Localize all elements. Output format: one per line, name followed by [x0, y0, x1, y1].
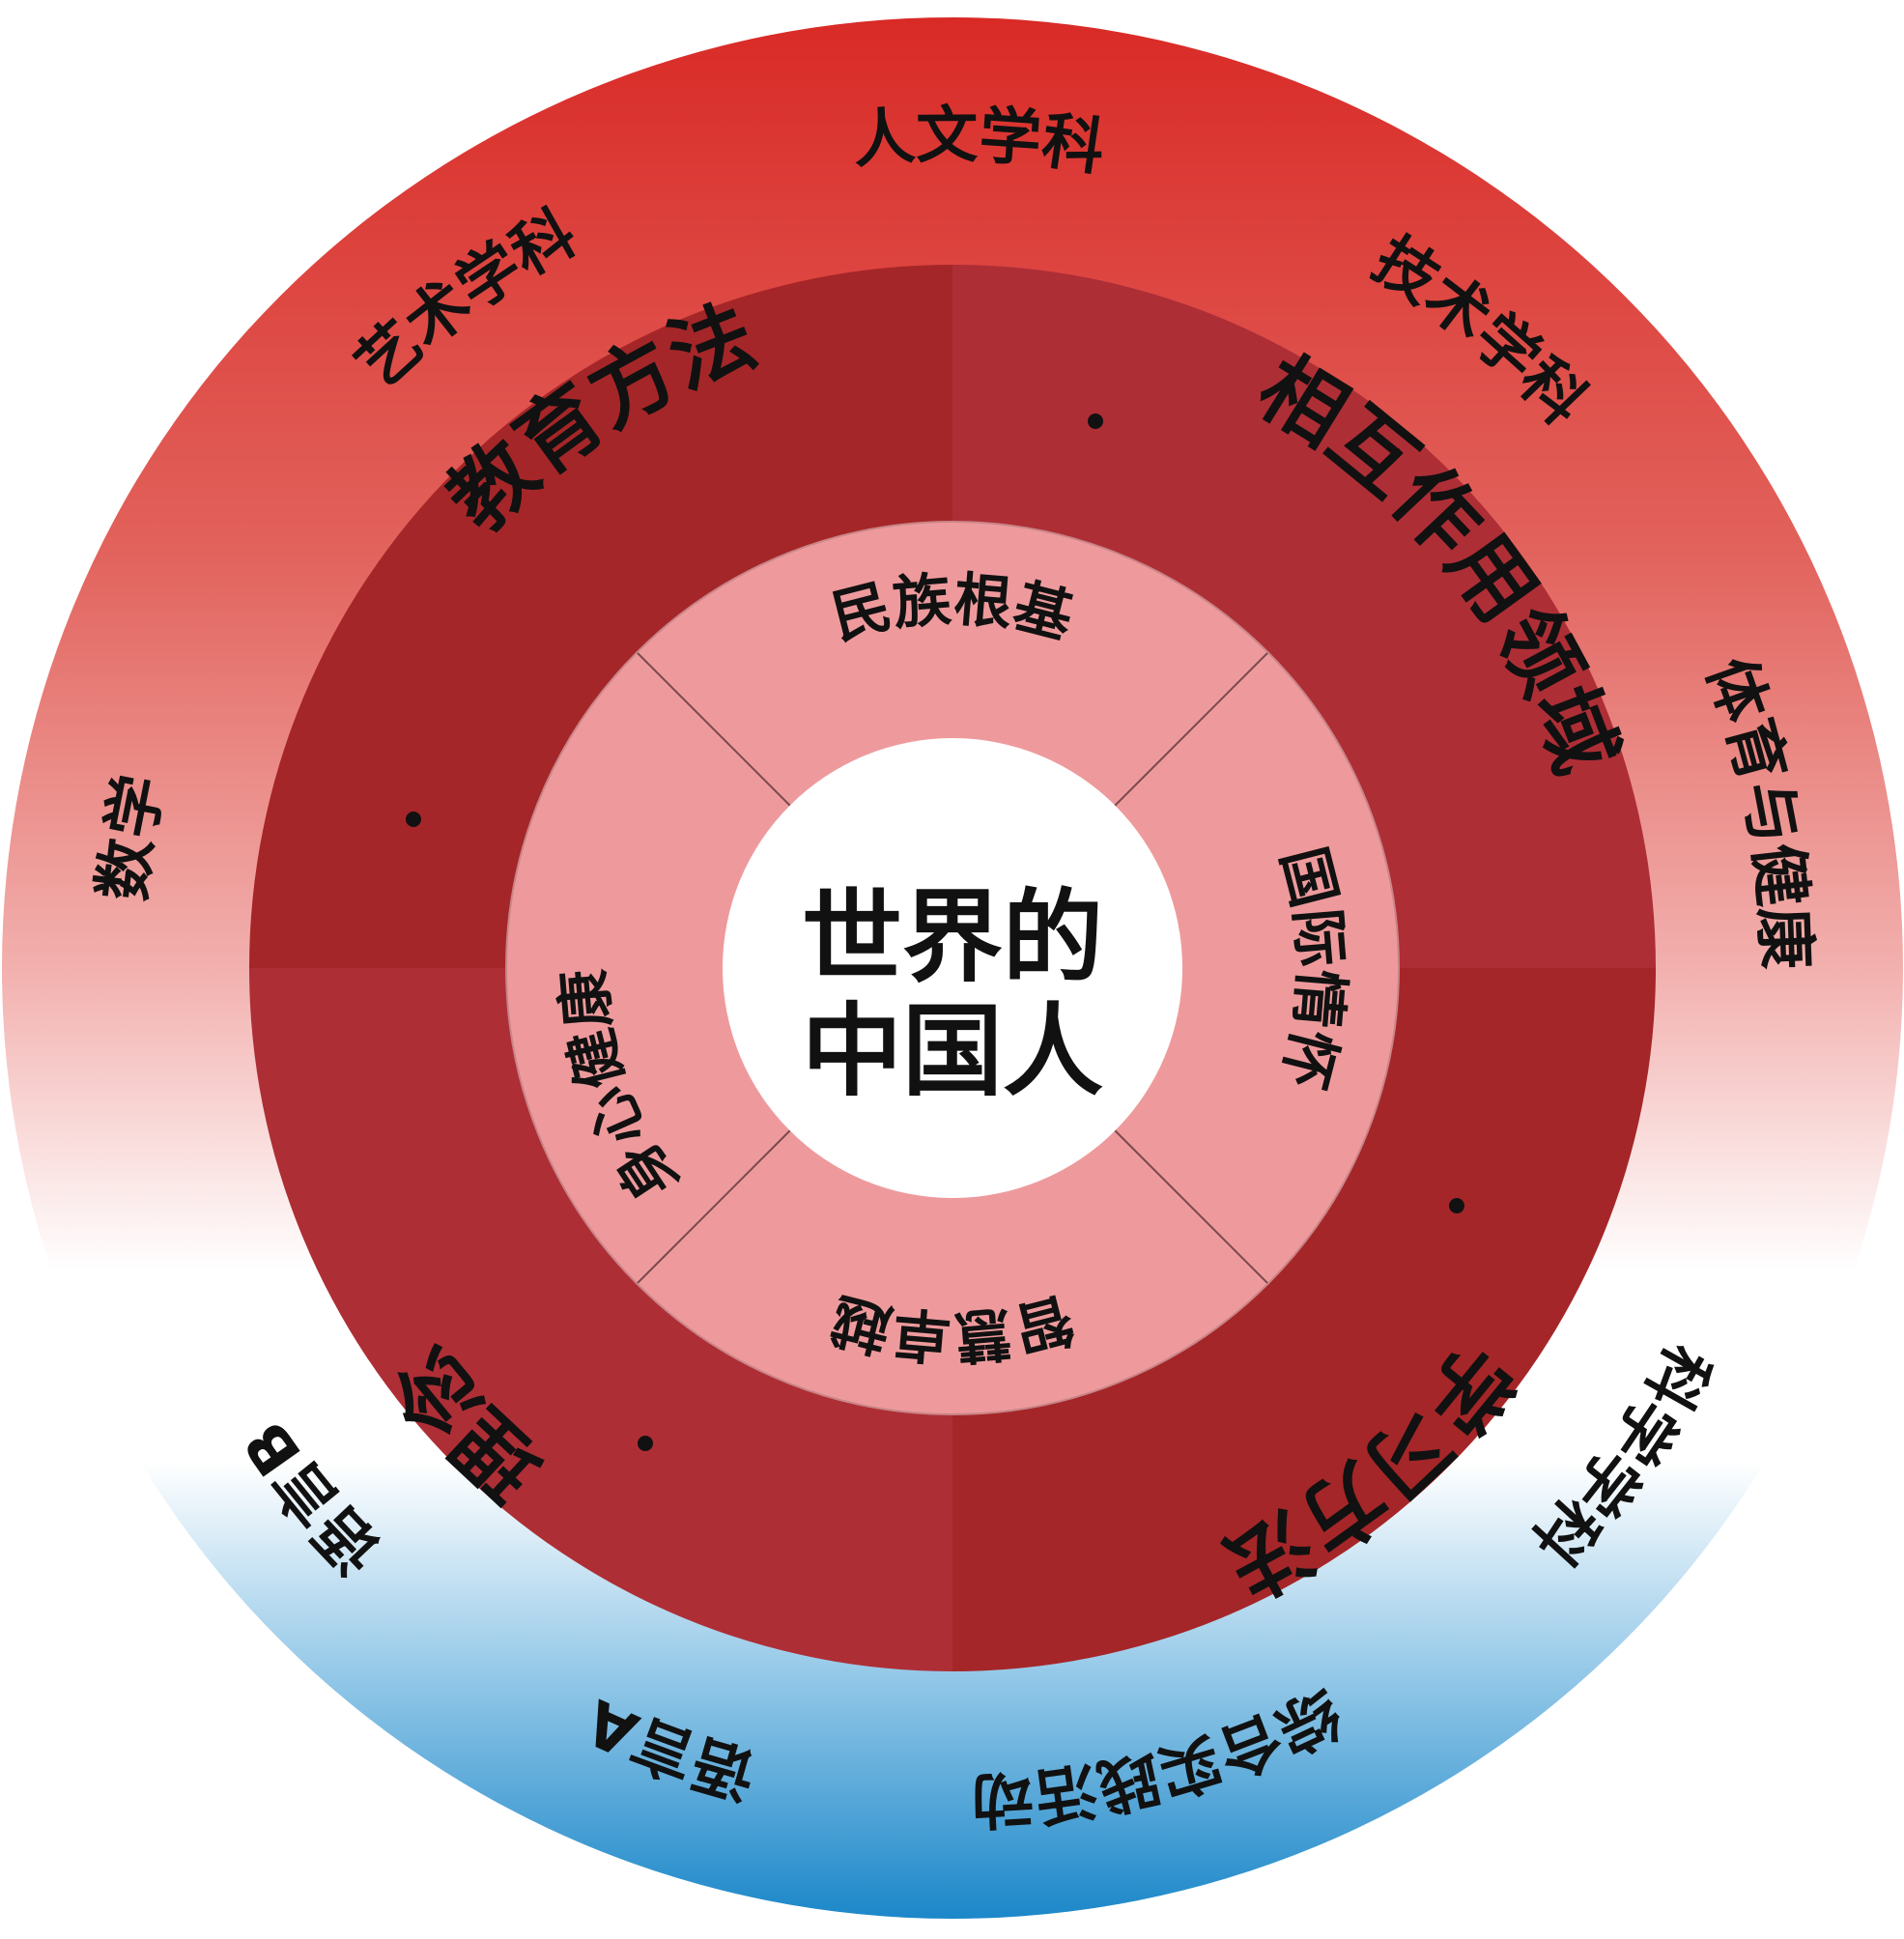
- divider-bottom-left: [637, 1129, 791, 1284]
- divider-top-right: [1114, 652, 1268, 807]
- dot-top-left: [406, 812, 421, 827]
- divider-bottom-right: [1114, 1129, 1268, 1284]
- middle-ring-dots: [406, 413, 1464, 1451]
- divider-top-left: [637, 652, 791, 807]
- center-title-line1: 世界的: [802, 878, 1103, 996]
- dot-bottom-left: [638, 1436, 653, 1451]
- dot-top-right: [1088, 413, 1103, 429]
- center-circle: [723, 738, 1182, 1198]
- inner-ring-dividers: [637, 652, 1268, 1284]
- center-title-line2: 中国人: [802, 992, 1103, 1110]
- dot-bottom-right: [1449, 1198, 1464, 1213]
